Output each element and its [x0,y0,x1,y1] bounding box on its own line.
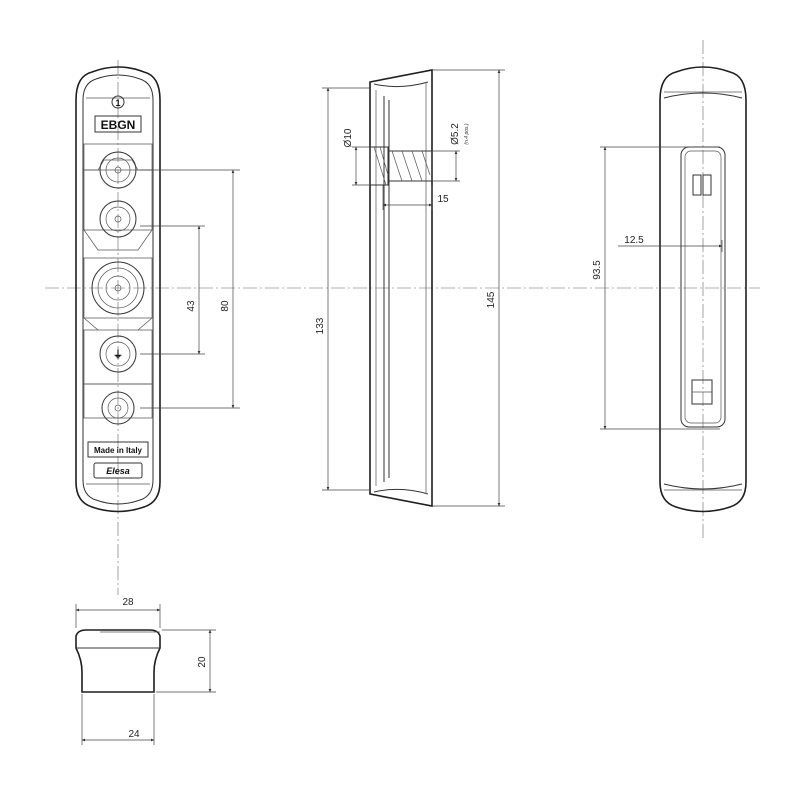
button-2 [99,200,137,238]
side-curve-top [373,81,429,88]
origin-label: Made in Italy [94,446,143,455]
front-view: 1 EBGN ⏚ Made in Italy Eles [75,66,240,513]
rear-view: 93.5 12.5 [592,66,747,513]
brand-logo: Elesa [106,466,130,476]
dim-bottom-28: 28 [122,597,134,608]
dim-side-145: 145 [486,291,497,308]
origin-plate [87,441,149,458]
model-code: EBGN [101,118,136,132]
button-5 [101,391,135,425]
button-1 [99,151,137,189]
dim-side-hole-note: (n.4 pos.) [464,123,470,144]
rear-outline [659,66,747,513]
dim-side-diameter-10: Ø10 [343,128,354,147]
dim-front-43: 43 [186,300,197,312]
position-number: 1 [115,98,120,108]
dim-rear-93-5: 93.5 [592,260,603,280]
rear-slot-top [692,174,712,196]
rear-top-rim [663,92,743,99]
button-3-large [91,261,145,315]
brand-plate [93,462,143,479]
screw-hole-section [369,146,433,186]
symbol-icon: ⏚ [113,349,123,361]
dim-bottom-20: 20 [197,656,208,668]
dim-side-diameter-5-2: Ø5.2 [450,123,461,145]
side-curve-bottom [373,488,429,495]
dim-rear-12-5: 12.5 [624,235,644,246]
model-plate [94,115,142,133]
dim-bottom-24: 24 [128,729,140,740]
bottom-view: 28 24 20 [75,597,216,745]
position-number-circle [111,95,125,109]
bottom-outline [75,629,161,693]
dim-front-80: 80 [220,300,231,312]
side-view: Ø10 Ø5.2 (n.4 pos.) 15 133 145 [315,69,505,507]
button-4: ⏚ [99,335,137,373]
front-outline [75,66,161,513]
button-frame-5 [83,383,153,419]
front-inner-outline [82,74,154,505]
rear-recess-inner [684,150,722,424]
dim-side-15: 15 [437,194,449,205]
rear-bottom-rim [663,483,743,490]
dim-side-133: 133 [315,317,326,334]
center-lines [45,40,760,595]
